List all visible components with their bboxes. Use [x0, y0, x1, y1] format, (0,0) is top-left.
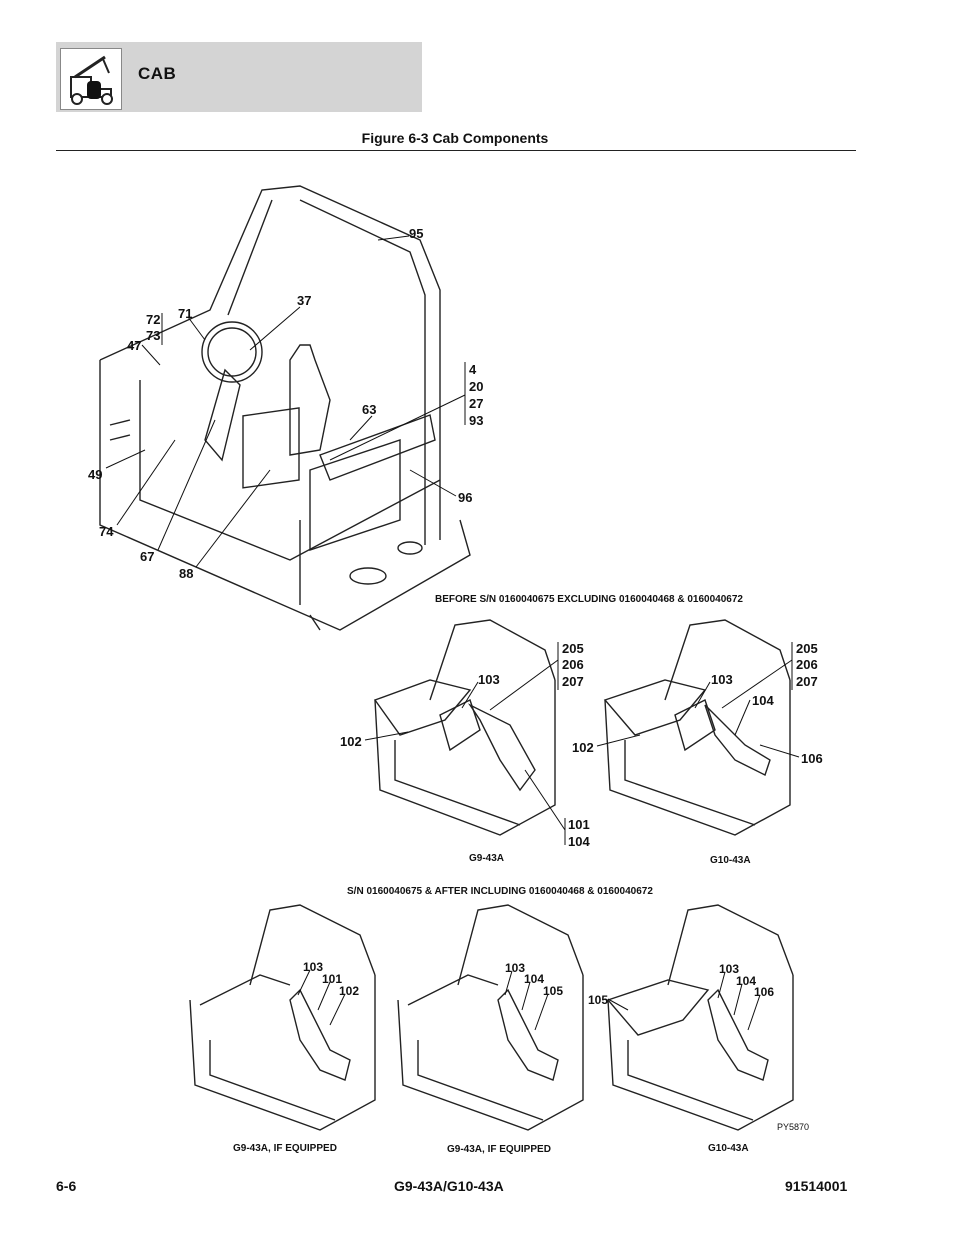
callout-label: 104 [736, 974, 757, 988]
callout-label: 4 [469, 362, 477, 377]
callout-label: 103 [478, 672, 500, 687]
callout-label: 104 [568, 834, 590, 849]
callout-label: 102 [339, 984, 360, 998]
callout-label: 101 [568, 817, 590, 832]
serial-note-before: BEFORE S/N 0160040675 EXCLUDING 01600404… [435, 594, 743, 605]
mid-right-cab-drawing [603, 619, 791, 836]
callout-label: 103 [719, 962, 740, 976]
section-title: CAB [138, 64, 177, 83]
callout-label: 95 [409, 226, 424, 241]
callout-label: 103 [711, 672, 733, 687]
footer-doc-number: 91514001 [785, 1178, 848, 1194]
callout-label: 101 [322, 972, 343, 986]
callout-label: 72 [146, 312, 161, 327]
callout-label: 205 [562, 641, 584, 656]
bottom-right-cab-drawing [606, 904, 794, 1131]
callout-label: 74 [99, 524, 114, 539]
caption: G9-43A, IF EQUIPPED [447, 1144, 551, 1155]
callout-label: 106 [801, 751, 823, 766]
callout-label: 104 [752, 693, 774, 708]
callout-label: 206 [562, 657, 584, 672]
callout-label: 105 [543, 984, 564, 998]
caption: G9-43A, IF EQUIPPED [233, 1143, 337, 1154]
callout-label: 105 [588, 993, 609, 1007]
callout-label: 63 [362, 402, 377, 417]
callout-label: 96 [458, 490, 473, 505]
telehandler-icon [70, 55, 113, 105]
callout-label: 207 [562, 674, 584, 689]
callout-label: 37 [297, 293, 312, 308]
callout-label: 103 [303, 960, 324, 974]
main-cab-drawing [99, 185, 471, 631]
callout-label: 104 [524, 972, 545, 986]
bottom-left-cab-drawing [189, 904, 376, 1131]
caption: G10-43A [710, 855, 751, 866]
footer-page-number: 6-6 [56, 1178, 77, 1194]
serial-note-after: S/N 0160040675 & AFTER INCLUDING 0160040… [347, 886, 653, 897]
callout-label: 206 [796, 657, 818, 672]
figure-title: Figure 6-3 Cab Components [361, 130, 549, 146]
mid-left-cab-drawing [373, 619, 556, 836]
callout-label: 73 [146, 328, 161, 343]
callout-label: 49 [88, 467, 103, 482]
callout-label: 67 [140, 549, 155, 564]
leader-lines [105, 235, 800, 1031]
callout-label: 205 [796, 641, 818, 656]
callout-label: 20 [469, 379, 484, 394]
callout-label: 93 [469, 413, 484, 428]
image-code: PY5870 [777, 1122, 810, 1132]
callout-label: 102 [572, 740, 594, 755]
callout-label: 102 [340, 734, 362, 749]
callout-label: 71 [178, 306, 193, 321]
header-rule [56, 150, 856, 151]
bottom-middle-cab-drawing [397, 904, 584, 1131]
callout-label: 47 [127, 338, 142, 353]
callout-label: 88 [179, 566, 194, 581]
callout-label: 106 [754, 985, 775, 999]
section-logo [60, 48, 122, 110]
footer-model: G9-43A/G10-43A [394, 1178, 504, 1194]
caption: G10-43A [708, 1143, 749, 1154]
callout-label: 27 [469, 396, 484, 411]
callout-label: 207 [796, 674, 818, 689]
caption: G9-43A [469, 853, 505, 864]
callout-label: 103 [505, 961, 526, 975]
